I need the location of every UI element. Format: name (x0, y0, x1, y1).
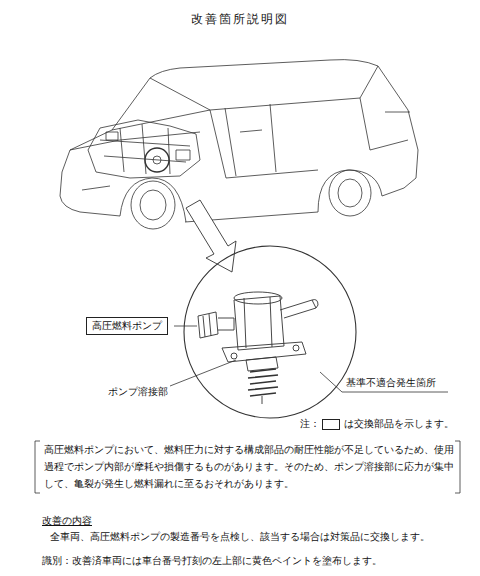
leader-line (320, 372, 448, 392)
car-outline (60, 60, 418, 229)
zoom-arrow (186, 200, 236, 272)
box-text: 高圧燃料ポンプ (92, 319, 162, 333)
title: 改善箇所説明図 (191, 10, 289, 29)
zoom-circle (184, 246, 356, 418)
note-label: 注： (300, 416, 320, 432)
pump (198, 292, 318, 404)
legend-text: は交換部品を示します。 (344, 416, 454, 432)
bracket (455, 441, 460, 493)
body-text: 識別：改善済車両には車台番号打刻の左上部に黄色ペイントを塗布します。 (42, 553, 382, 569)
leader-line (170, 360, 236, 386)
legend-swatch (322, 419, 340, 430)
bracket (35, 441, 40, 493)
label-box: 高圧燃料ポンプ (86, 317, 168, 335)
part-label: 基準不適合発生箇所 (346, 375, 436, 391)
section-heading: 改善の内容 (42, 513, 92, 529)
part-label: ポンプ溶接部 (108, 384, 168, 400)
body-text: 全車両、高圧燃料ポンプの製造番号を点検し、該当する場合は対策品に交換します。 (50, 529, 430, 545)
leader-line (174, 326, 197, 327)
engine (88, 120, 200, 178)
cause-text: 高圧燃料ポンプにおいて、燃料圧力に対する構成部品の耐圧性能が不足しているため、使… (44, 441, 454, 492)
